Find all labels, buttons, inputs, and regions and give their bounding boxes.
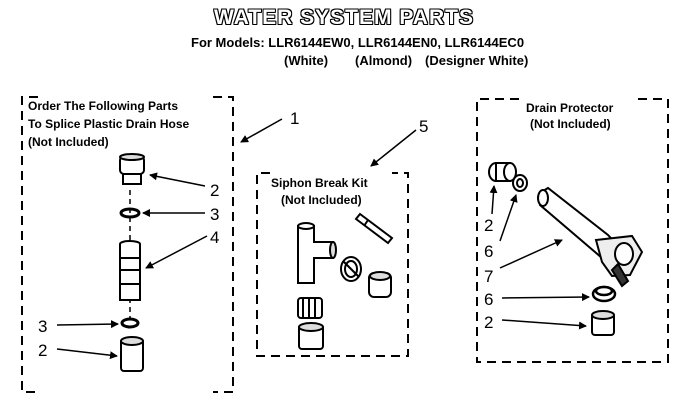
model-color-almond: (Almond) <box>355 53 413 68</box>
callout-splice-top-3: 3 <box>210 205 220 224</box>
callout-splice-bottom-2: 2 <box>38 341 48 360</box>
callout-drain-2b: 2 <box>484 313 494 332</box>
siphon-tee <box>297 222 337 284</box>
siphon-clamp-right <box>340 256 362 282</box>
drain-protector-body <box>537 186 644 288</box>
drain-adapter-small <box>488 162 517 182</box>
siphon-clamp-bottom <box>297 297 323 319</box>
callout-drain-7: 7 <box>484 267 494 286</box>
callout-splice-4: 4 <box>210 228 220 247</box>
callout-splice-bottom-3: 3 <box>38 317 48 336</box>
splice-label-line-1: Order The Following Parts <box>28 99 179 113</box>
drain-group-box <box>476 98 669 363</box>
siphon-label-line-1: Siphon Break Kit <box>271 176 368 190</box>
model-color-white: (White) <box>284 53 329 68</box>
callout-splice-top-2: 2 <box>210 181 220 200</box>
callout-drain-2a: 2 <box>484 216 494 235</box>
models-line: For Models: LLR6144EW0, LLR6144EN0, LLR6… <box>191 35 525 50</box>
splice-connector <box>119 240 141 301</box>
splice-label-line-3: (Not Included) <box>28 135 109 149</box>
splice-label-line-2: To Splice Plastic Drain Hose <box>28 117 190 131</box>
model-color-designer-white: (Designer White) <box>425 53 529 68</box>
page-title: WATER SYSTEM PARTS <box>214 6 474 29</box>
splice-callout-arrows <box>56 118 417 360</box>
callout-drain-6a: 6 <box>484 242 494 261</box>
drain-callout-arrows <box>489 185 590 330</box>
drain-clamp-large <box>591 285 617 303</box>
drain-label-line-2: (Not Included) <box>530 117 611 131</box>
drain-clamp-small <box>512 174 528 192</box>
splice-group-box <box>21 96 234 393</box>
siphon-group-box <box>256 172 409 357</box>
splice-adapter-top <box>119 153 145 185</box>
siphon-adapter-right <box>368 271 392 298</box>
splice-clamp-top <box>119 207 141 219</box>
siphon-adapter-bottom <box>298 322 324 350</box>
callout-5: 5 <box>419 117 429 136</box>
siphon-label-line-2: (Not Included) <box>281 193 362 207</box>
callout-1: 1 <box>290 109 300 128</box>
siphon-tube <box>354 212 394 245</box>
splice-adapter-bottom <box>120 336 144 372</box>
splice-clamp-bottom <box>120 317 140 329</box>
callout-drain-6b: 6 <box>484 290 494 309</box>
drain-label-line-1: Drain Protector <box>526 101 614 115</box>
drain-adapter-large <box>591 310 615 336</box>
